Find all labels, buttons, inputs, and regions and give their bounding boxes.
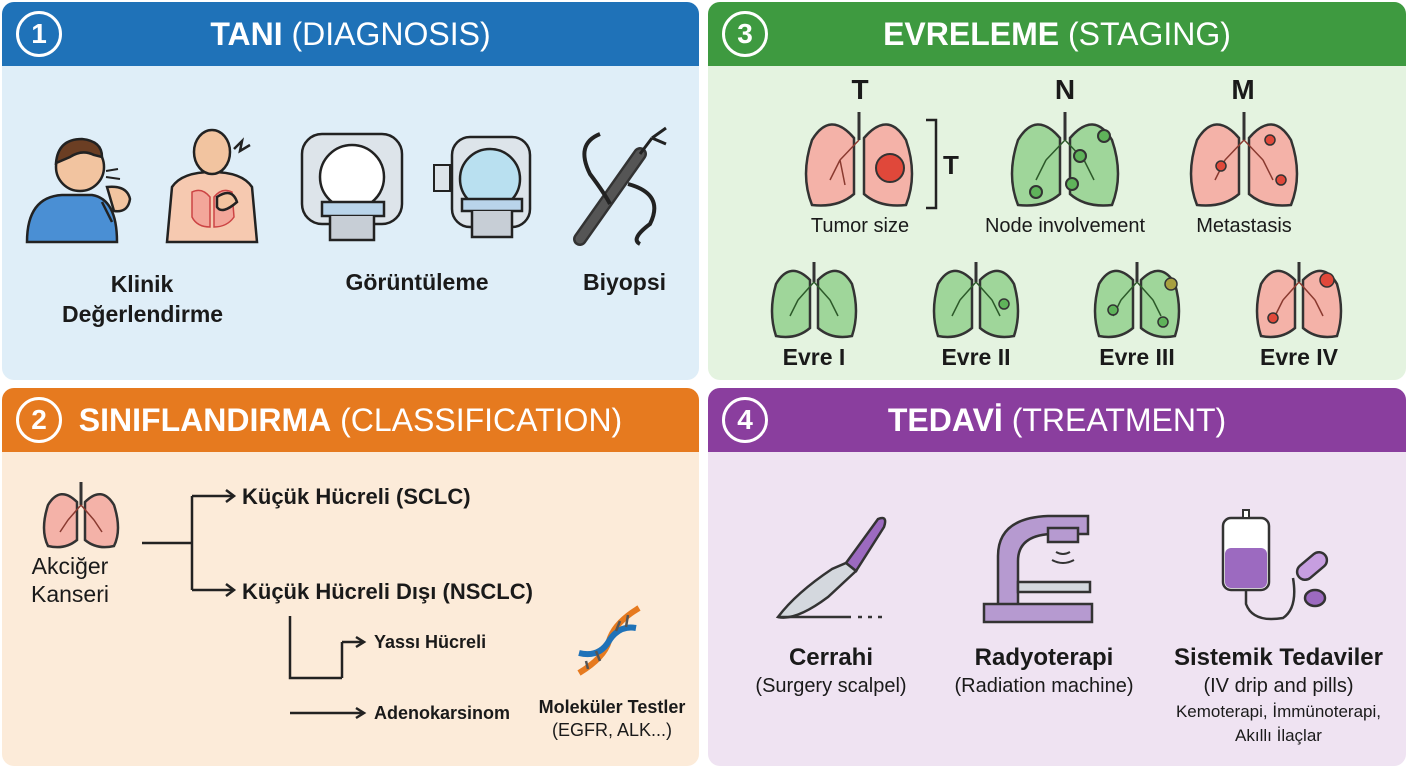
surgery-sub: (Surgery scalpel): [755, 675, 907, 697]
stage-1-label: Evre I: [782, 344, 846, 370]
t-bracket-letter: T: [943, 150, 959, 180]
node-lungs-icon: [1010, 112, 1120, 207]
tumor-size-caption: Tumor size: [810, 215, 910, 237]
coughing-person-icon: [25, 137, 132, 244]
step-number-2: 2: [16, 397, 62, 443]
biopsy-label: Biyopsi: [582, 269, 667, 295]
staging-header: 3 EVRELEME (STAGING): [708, 2, 1406, 66]
systemic-therapy-label: Sistemik Tedaviler: [1174, 644, 1383, 671]
radiotherapy-label: Radyoterapi: [974, 644, 1114, 671]
stage-4-label: Evre IV: [1260, 344, 1338, 370]
clinical-evaluation-label-1: Klinik: [110, 271, 174, 297]
surgery-label: Cerrahi: [788, 644, 874, 671]
systemic-therapy-detail-1: Kemoterapi, İmmünoterapi,: [1175, 702, 1382, 721]
classification-tree-lines: [142, 489, 367, 720]
sclc-label: Küçük Hücreli (SCLC): [242, 484, 471, 509]
classification-header: 2 SINIFLANDIRMA (CLASSIFICATION): [2, 388, 699, 452]
ct-scanner-icon: [300, 132, 404, 242]
molecular-tests-label: Moleküler Testler: [538, 697, 686, 717]
squamous-label: Yassı Hücreli: [374, 632, 487, 652]
molecular-tests-examples: (EGFR, ALK...): [551, 720, 673, 740]
treatment-panel: 4 TEDAVİ (TREATMENT) Cerrahi (Surgery sc…: [708, 388, 1406, 766]
iv-drip-pills-icon: [1221, 509, 1329, 621]
radiotherapy-sub: (Radiation machine): [954, 675, 1134, 697]
dna-icon: [577, 605, 641, 676]
diagnosis-title-light: (DIAGNOSIS): [291, 15, 491, 52]
step-number-1: 1: [16, 11, 62, 57]
classification-title-light: (CLASSIFICATION): [340, 401, 623, 438]
mri-scanner-icon: [433, 135, 532, 239]
step-number-4: 4: [722, 397, 768, 443]
t-letter: T: [851, 74, 869, 105]
staging-title: EVRELEME (STAGING): [883, 16, 1231, 53]
lung-cancer-label-2: Kanseri: [31, 581, 109, 607]
metastasis-caption: Metastasis: [1196, 215, 1292, 237]
node-involvement-caption: Node involvement: [984, 215, 1146, 237]
nsclc-label: Küçük Hücreli Dışı (NSCLC): [242, 579, 533, 604]
stage-2-label: Evre II: [941, 344, 1011, 370]
stage-4-lungs-icon: [1255, 262, 1343, 339]
staging-panel: 3 EVRELEME (STAGING) T N M T Tumor size …: [708, 2, 1406, 380]
systemic-therapy-sub: (IV drip and pills): [1203, 675, 1354, 697]
diagnosis-title-bold: TANI: [210, 15, 283, 52]
step-number-3: 3: [722, 11, 768, 57]
biopsy-endoscope-icon: [573, 126, 667, 246]
treatment-header: 4 TEDAVİ (TREATMENT): [708, 388, 1406, 452]
diagnosis-header: 1 TANI (DIAGNOSIS): [2, 2, 699, 66]
scalpel-icon: [775, 516, 887, 619]
stage-3-lungs-icon: [1093, 262, 1181, 339]
classification-title-bold: SINIFLANDIRMA: [78, 401, 332, 438]
stage-3-label: Evre III: [1099, 344, 1175, 370]
imaging-label: Görüntüleme: [345, 269, 489, 295]
diagnosis-title: TANI (DIAGNOSIS): [210, 16, 490, 53]
clinical-evaluation-label-2: Değerlendirme: [62, 301, 224, 327]
adenocarcinoma-label: Adenokarsinom: [374, 703, 511, 723]
lungs-icon: [42, 482, 120, 549]
treatment-title-bold: TEDAVİ: [887, 401, 1003, 438]
treatment-title: TEDAVİ (TREATMENT): [888, 402, 1226, 439]
t-bracket: [926, 118, 938, 210]
classification-title: SINIFLANDIRMA (CLASSIFICATION): [79, 402, 622, 439]
metastasis-lungs-icon: [1189, 112, 1299, 207]
chest-pain-icon: [165, 128, 259, 244]
n-letter: N: [1054, 74, 1076, 105]
diagnosis-panel: 1 TANI (DIAGNOSIS) Klinik Değerlendirme …: [2, 2, 699, 380]
staging-title-bold: EVRELEME: [883, 15, 1060, 52]
stage-1-lungs-icon: [770, 262, 858, 339]
classification-panel: 2 SINIFLANDIRMA (CLASSIFICATION) Akciğer…: [2, 388, 699, 766]
systemic-therapy-detail-2: Akıllı İlaçlar: [1235, 726, 1322, 745]
staging-title-light: (STAGING): [1067, 15, 1231, 52]
tumor-lungs-icon: [804, 112, 914, 207]
lung-cancer-label-1: Akciğer: [31, 553, 109, 579]
treatment-title-light: (TREATMENT): [1011, 401, 1227, 438]
radiation-machine-icon: [982, 514, 1094, 624]
stage-2-lungs-icon: [932, 262, 1020, 339]
m-letter: M: [1231, 74, 1255, 105]
